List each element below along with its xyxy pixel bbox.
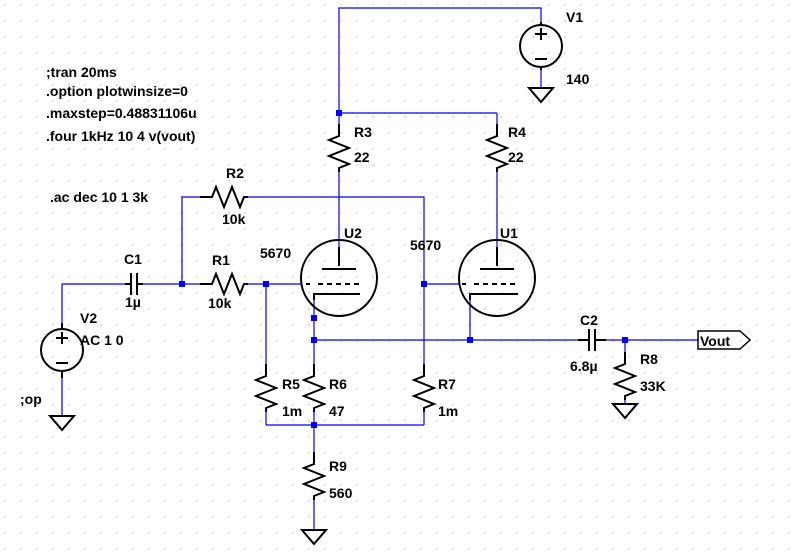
vout-port[interactable]: Vout <box>697 330 752 350</box>
r5-name: R5 <box>282 376 300 392</box>
directive-option[interactable]: .option plotwinsize=0 <box>46 83 188 99</box>
r4-value: 22 <box>508 149 524 165</box>
c1-value: 1µ <box>125 294 141 310</box>
v2-name: V2 <box>80 310 97 326</box>
c2-name: C2 <box>580 312 598 328</box>
component-labels: V1 140 R3 22 R4 22 R2 10k R1 10k C1 1µ 5… <box>80 9 666 501</box>
resistor-r3[interactable] <box>326 124 352 172</box>
r7-value: 1m <box>438 403 458 419</box>
wires <box>61 7 698 530</box>
v1-value: 140 <box>566 71 590 87</box>
r9-value: 560 <box>329 485 353 501</box>
r3-value: 22 <box>354 149 370 165</box>
r2-value: 10k <box>222 211 246 227</box>
triode-u1[interactable] <box>458 239 536 317</box>
r3-name: R3 <box>354 124 372 140</box>
resistor-r7[interactable] <box>411 364 437 412</box>
resistor-r6[interactable] <box>301 364 327 412</box>
resistor-r4[interactable] <box>484 124 510 172</box>
resistor-r9[interactable] <box>301 452 327 500</box>
v2-value: AC 1 0 <box>80 332 124 348</box>
voltage-source-v2[interactable] <box>40 323 84 378</box>
directive-maxstep[interactable]: .maxstep=0.48831106u <box>46 105 197 121</box>
resistor-r1[interactable] <box>200 271 248 297</box>
directive-op[interactable]: ;op <box>20 391 42 407</box>
junction-dots <box>179 110 628 428</box>
directive-four[interactable]: .four 1kHz 10 4 v(vout) <box>46 128 195 144</box>
resistor-r5[interactable] <box>253 364 279 412</box>
r6-value: 47 <box>329 403 345 419</box>
capacitor-c1[interactable] <box>125 273 143 295</box>
directive-ac[interactable]: .ac dec 10 1 3k <box>50 189 148 205</box>
r8-name: R8 <box>640 351 658 367</box>
ground-symbol-v1 <box>526 87 556 104</box>
r1-name: R1 <box>212 252 230 268</box>
r6-name: R6 <box>329 376 347 392</box>
directive-tran[interactable]: ;tran 20ms <box>46 64 117 80</box>
r4-name: R4 <box>508 124 526 140</box>
resistor-r8[interactable] <box>612 352 638 400</box>
u2-value: 5670 <box>260 245 291 261</box>
resistor-r2[interactable] <box>200 184 248 210</box>
c1-name: C1 <box>124 251 142 267</box>
u2-name: U2 <box>344 225 362 241</box>
spice-directives: ;tran 20ms .option plotwinsize=0 .maxste… <box>20 64 197 407</box>
vout-label: Vout <box>700 333 730 349</box>
u1-value: 5670 <box>410 237 441 253</box>
r5-value: 1m <box>282 403 302 419</box>
capacitor-c2[interactable] <box>578 329 606 351</box>
ground-symbol-r9 <box>299 529 329 546</box>
triode-u2[interactable] <box>300 239 378 317</box>
v1-name: V1 <box>566 9 583 25</box>
r8-value: 33K <box>640 378 666 394</box>
ground-symbol-r8 <box>610 403 640 420</box>
r9-name: R9 <box>329 458 347 474</box>
r2-name: R2 <box>226 165 244 181</box>
voltage-source-v1[interactable] <box>519 22 563 70</box>
c2-value: 6.8µ <box>570 358 598 374</box>
ground-symbol-v2 <box>47 415 77 432</box>
r1-value: 10k <box>208 295 232 311</box>
u1-name: U1 <box>500 225 518 241</box>
r7-name: R7 <box>438 376 456 392</box>
